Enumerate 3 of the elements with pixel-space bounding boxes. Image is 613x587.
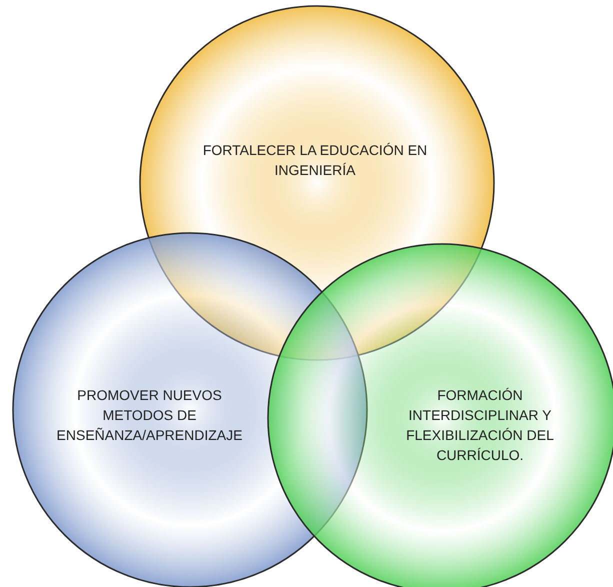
circle-label: PROMOVER NUEVOS METODOS DE ENSEÑANZA/APRENDIZAJE [56,386,244,445]
circle-label: FORTALECER LA EDUCACIÓN EN INGENIERÍA [202,141,428,180]
circle-label: FORMACIÓN INTERDISCIPLINAR Y FLEXIBILIZACIÓN DEL CURRÍCULO. [405,386,555,465]
